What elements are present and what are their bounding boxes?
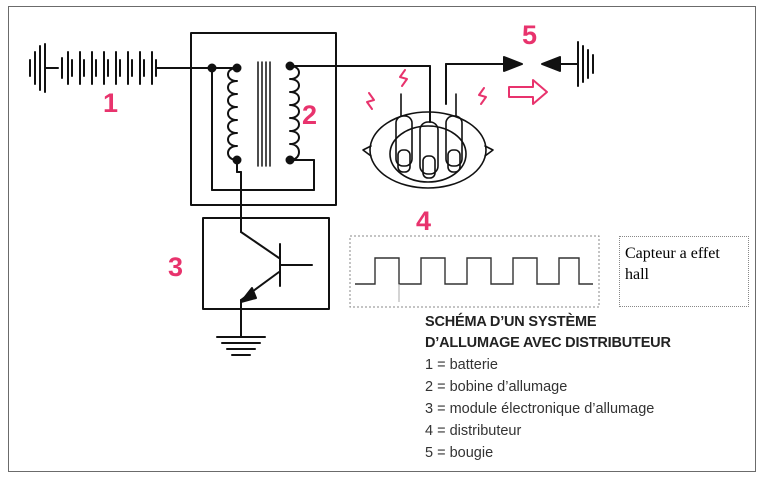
legend-item: 2 = bobine d’allumage [425,379,568,395]
spark-icon [366,69,487,110]
label-2: 2 [302,100,318,130]
ground-icon [216,336,266,356]
signal-box [349,235,600,308]
label-4: 4 [416,206,432,236]
legend-item: 1 = batterie [425,357,498,373]
legend-item: 4 = distributeur [425,423,522,439]
transistor-icon [202,217,330,337]
label-3: 3 [168,252,184,282]
ignition-coil-icon [190,32,337,219]
label-5: 5 [522,20,538,50]
arrow-right-icon [508,79,548,105]
legend-item: 5 = bougie [425,445,494,461]
legend: SCHÉMA D’UN SYSTÈME D’ALLUMAGE AVEC DIST… [425,312,745,464]
diagram-frame [8,6,756,472]
square-wave-icon [355,257,593,285]
battery-icon [29,43,157,93]
legend-title-line-2: D’ALLUMAGE AVEC DISTRIBUTEUR [425,335,671,351]
distributor-icon [362,93,494,189]
spark-plug-gap-icon [541,41,594,87]
arrow-right-icon [503,56,523,72]
legend-title-line-1: SCHÉMA D’UN SYSTÈME [425,314,597,330]
legend-item: 3 = module électronique d’allumage [425,401,655,417]
label-1: 1 [103,88,119,118]
sensor-label: Capteur a effet hall [619,236,749,307]
